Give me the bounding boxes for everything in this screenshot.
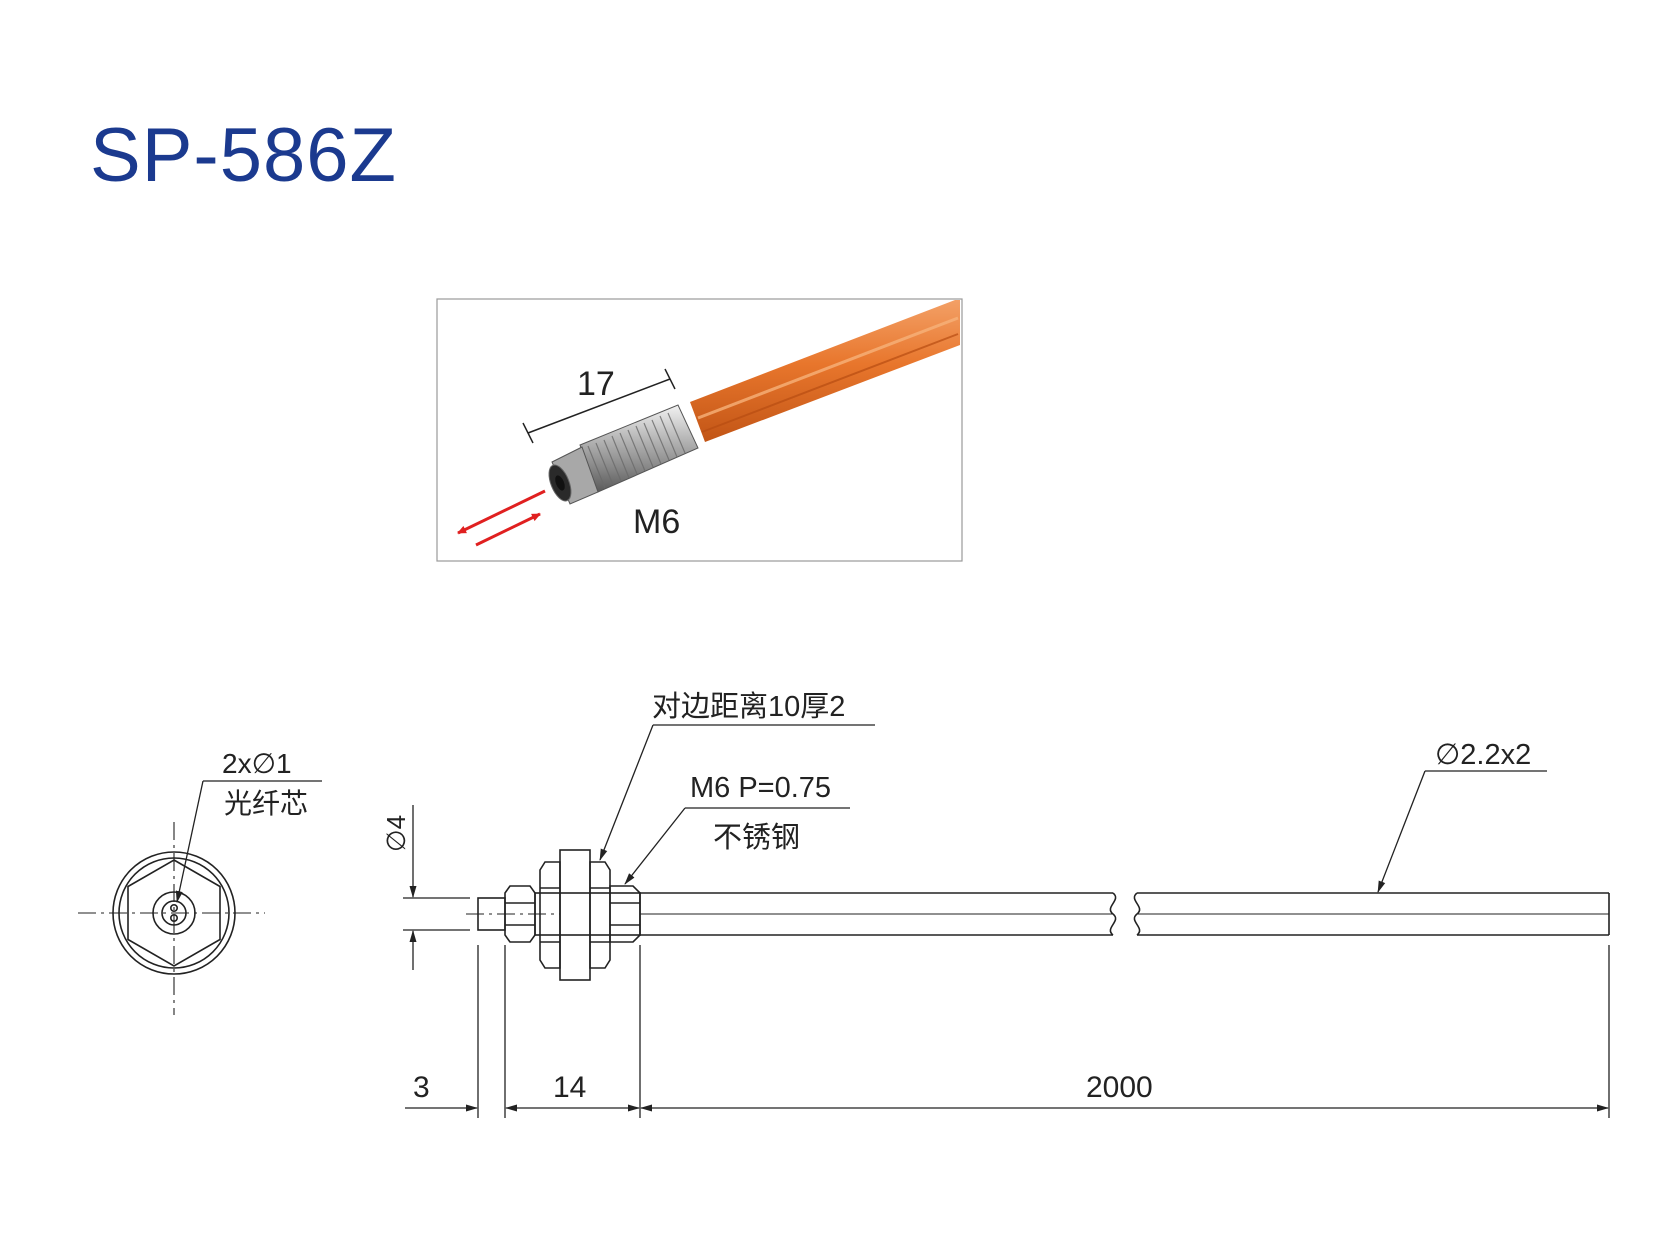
nut-spec-label: 对边距离10厚2 bbox=[652, 690, 845, 723]
fiber-core-lower bbox=[170, 913, 179, 922]
end-view-outer-circle bbox=[112, 851, 236, 975]
core-desc-label: 光纤芯 bbox=[224, 788, 308, 819]
main-nut-left bbox=[539, 861, 561, 969]
end-view-sheath-circle bbox=[161, 900, 187, 926]
main-nut-right bbox=[589, 861, 611, 969]
core-count-label: 2x∅1 bbox=[222, 748, 292, 779]
emit-arrow-icon bbox=[457, 489, 546, 535]
washer bbox=[559, 849, 591, 981]
cable-callout bbox=[1377, 770, 1547, 893]
thread-callout bbox=[624, 807, 850, 885]
diameter-dimension bbox=[403, 805, 470, 970]
metal-head-image bbox=[548, 404, 699, 505]
right-collar bbox=[609, 885, 641, 943]
nut-callout bbox=[599, 724, 875, 861]
cable-image bbox=[690, 300, 960, 442]
end-view-washer-circle bbox=[118, 857, 230, 969]
diameter-label: ∅4 bbox=[381, 815, 411, 852]
end-view bbox=[78, 822, 265, 1015]
photo-length-label: 17 bbox=[577, 365, 615, 403]
material-label: 不锈钢 bbox=[713, 821, 800, 854]
thread-spec-label: M6 P=0.75 bbox=[690, 772, 831, 804]
receive-arrow-icon bbox=[475, 512, 541, 547]
product-photo: 17 M6 bbox=[436, 298, 963, 562]
photo-thread-label: M6 bbox=[633, 503, 680, 541]
threaded-body bbox=[534, 892, 641, 936]
product-title: SP-586Z bbox=[90, 113, 397, 198]
end-view-callout bbox=[175, 780, 322, 903]
dim-tip-label: 3 bbox=[413, 1071, 430, 1104]
dim-head-label: 14 bbox=[553, 1071, 586, 1104]
dim-cable-label: 2000 bbox=[1086, 1071, 1153, 1104]
end-view-hex-nut bbox=[127, 859, 221, 967]
side-view bbox=[466, 849, 1610, 981]
end-view-tube-circle bbox=[152, 891, 196, 935]
fiber-core-upper bbox=[170, 903, 179, 912]
length-dimensions bbox=[405, 945, 1610, 1118]
cable-break-left bbox=[1109, 892, 1117, 936]
cable-spec-label: ∅2.2x2 bbox=[1435, 739, 1531, 771]
photo-length-dimension bbox=[522, 368, 676, 444]
